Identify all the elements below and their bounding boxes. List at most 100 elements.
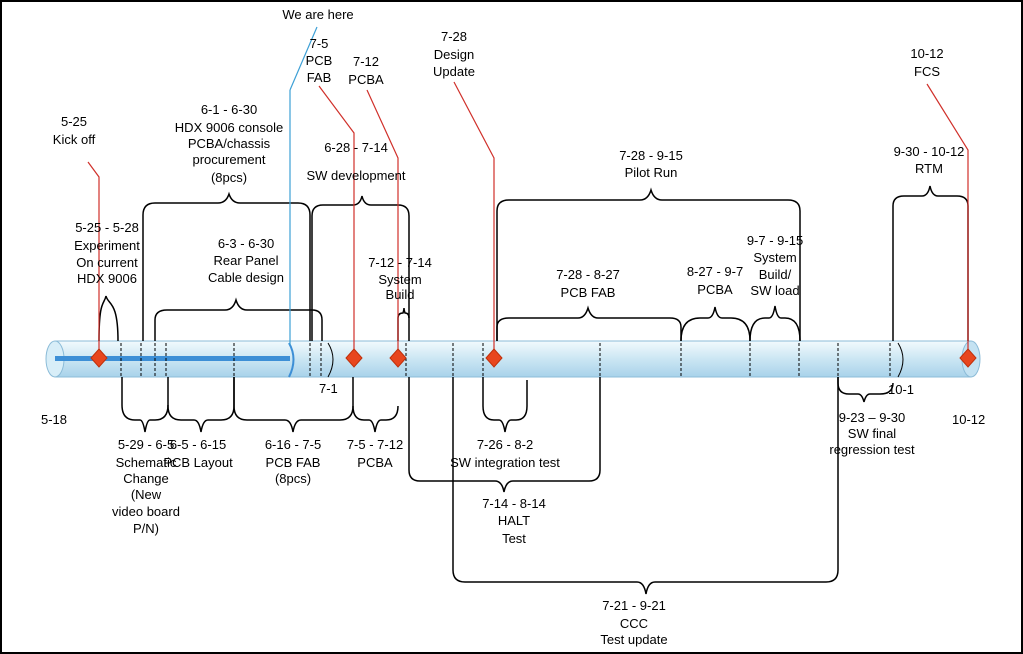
label-design-update: 7-28 Design Update	[433, 29, 475, 79]
svg-text:7-5 - 7-12: 7-5 - 7-12	[347, 437, 403, 452]
brace-pilot-run	[496, 187, 801, 341]
brace-system-build-2	[749, 305, 801, 342]
label-pcb-fab-milestone: 7-5 PCB FAB	[306, 36, 333, 85]
brace-pcba-1	[352, 377, 399, 433]
svg-text:Build: Build	[386, 287, 415, 302]
brace-console-procurement	[142, 191, 311, 341]
label-console-procurement: 6-1 - 6-30 HDX 9006 console PCBA/chassis…	[175, 102, 283, 185]
we-are-here-label: We are here	[282, 7, 353, 22]
svg-text:Schematic: Schematic	[116, 455, 177, 470]
svg-text:RTM: RTM	[915, 161, 943, 176]
svg-text:PCB FAB: PCB FAB	[266, 455, 321, 470]
brace-pcb-fab-2	[496, 305, 682, 341]
svg-text:5-25: 5-25	[61, 114, 87, 129]
label-pcba-2: 8-27 - 9-7 PCBA	[687, 264, 743, 297]
svg-text:Kick off: Kick off	[53, 132, 96, 147]
svg-text:6-16 - 7-5: 6-16 - 7-5	[265, 437, 321, 452]
svg-text:HDX 9006 console: HDX 9006 console	[175, 120, 283, 135]
svg-text:7-12 - 7-14: 7-12 - 7-14	[368, 255, 432, 270]
braces-below	[121, 377, 894, 595]
svg-text:FAB: FAB	[307, 70, 332, 85]
label-system-build-1: 7-12 - 7-14 System Build	[368, 255, 432, 302]
svg-text:Test: Test	[502, 531, 526, 546]
svg-text:video board: video board	[112, 504, 180, 519]
svg-text:SW load: SW load	[750, 283, 799, 298]
brace-sw-development	[311, 195, 410, 341]
label-fcs: 10-12 FCS	[910, 46, 943, 79]
brace-schematic-change	[121, 377, 169, 433]
label-sw-regression: 9-23 – 9-30 SW final regression test	[829, 410, 915, 457]
date-end: 10-12	[952, 412, 985, 427]
brace-pcba-2	[680, 306, 751, 342]
brace-rtm	[892, 185, 969, 341]
milestone-design-update	[485, 348, 503, 368]
label-experiment: 5-25 - 5-28 Experiment On current HDX 90…	[74, 220, 140, 286]
brace-sw-regression	[837, 377, 894, 403]
svg-text:HDX 9006: HDX 9006	[77, 271, 137, 286]
svg-text:PCBA: PCBA	[348, 72, 384, 87]
svg-text:7-28 - 8-27: 7-28 - 8-27	[556, 267, 620, 282]
brace-system-build-1	[397, 307, 410, 341]
label-schematic-change: 5-29 - 6-5 Schematic Change (New video b…	[112, 437, 180, 536]
svg-text:System: System	[753, 250, 796, 265]
svg-text:PCB: PCB	[306, 53, 333, 68]
svg-text:7-28 - 9-15: 7-28 - 9-15	[619, 148, 683, 163]
label-sw-development: 6-28 - 7-14 SW development	[307, 140, 406, 183]
svg-text:FCS: FCS	[914, 64, 940, 79]
svg-text:6-1 - 6-30: 6-1 - 6-30	[201, 102, 257, 117]
milestone-kickoff	[90, 348, 108, 368]
svg-text:Update: Update	[433, 64, 475, 79]
svg-text:8-27 - 9-7: 8-27 - 9-7	[687, 264, 743, 279]
svg-text:Cable design: Cable design	[208, 270, 284, 285]
svg-text:7-12: 7-12	[353, 54, 379, 69]
brace-pcb-fab-1	[233, 377, 354, 433]
svg-text:PCBA: PCBA	[697, 282, 733, 297]
callout-lines	[87, 26, 969, 355]
svg-text:6-3 - 6-30: 6-3 - 6-30	[218, 236, 274, 251]
svg-text:Experiment: Experiment	[74, 238, 140, 253]
svg-text:CCC: CCC	[620, 616, 648, 631]
svg-text:7-26 - 8-2: 7-26 - 8-2	[477, 437, 533, 452]
svg-text:procurement: procurement	[193, 152, 266, 167]
svg-text:7-28: 7-28	[441, 29, 467, 44]
svg-text:PCBA/chassis: PCBA/chassis	[188, 136, 271, 151]
brace-halt	[408, 377, 601, 493]
timeline-ticks	[120, 343, 891, 377]
svg-text:Rear Panel: Rear Panel	[213, 253, 278, 268]
label-rear-panel: 6-3 - 6-30 Rear Panel Cable design	[208, 236, 284, 285]
milestones	[90, 348, 977, 368]
svg-text:Design: Design	[434, 47, 474, 62]
svg-text:PCB Layout: PCB Layout	[163, 455, 233, 470]
milestone-fcs	[959, 348, 977, 368]
label-ccc: 7-21 - 9-21 CCC Test update	[600, 598, 667, 647]
svg-text:PCB FAB: PCB FAB	[561, 285, 616, 300]
brace-pcb-layout	[167, 377, 235, 433]
braces-above	[98, 185, 969, 342]
svg-text:SW development: SW development	[307, 168, 406, 183]
label-pcb-layout: 6-5 - 6-15 PCB Layout	[163, 437, 233, 470]
svg-text:Test update: Test update	[600, 632, 667, 647]
svg-text:10-12: 10-12	[910, 46, 943, 61]
timeline-bar	[45, 340, 981, 378]
svg-text:HALT: HALT	[498, 513, 530, 528]
svg-text:Change: Change	[123, 471, 169, 486]
svg-text:PCBA: PCBA	[357, 455, 393, 470]
svg-text:9-30 - 10-12: 9-30 - 10-12	[894, 144, 965, 159]
svg-text:(New: (New	[131, 487, 162, 502]
svg-text:6-28 - 7-14: 6-28 - 7-14	[324, 140, 388, 155]
label-pcba-1: 7-5 - 7-12 PCBA	[347, 437, 403, 470]
label-pilot-run: 7-28 - 9-15 Pilot Run	[619, 148, 683, 180]
label-kickoff: 5-25 Kick off	[53, 114, 96, 147]
date-7-1: 7-1	[319, 381, 338, 396]
svg-text:SW integration test: SW integration test	[450, 455, 560, 470]
label-pcb-fab-1: 6-16 - 7-5 PCB FAB (8pcs)	[265, 437, 321, 486]
label-pcba-milestone: 7-12 PCBA	[348, 54, 384, 87]
svg-text:On current: On current	[76, 255, 138, 270]
date-10-1: 10-1	[888, 382, 914, 397]
label-system-build-2: 9-7 - 9-15 System Build/ SW load	[747, 233, 803, 298]
svg-text:9-23 – 9-30: 9-23 – 9-30	[839, 410, 906, 425]
svg-text:Pilot Run: Pilot Run	[625, 165, 678, 180]
brace-rear-panel	[154, 297, 323, 341]
